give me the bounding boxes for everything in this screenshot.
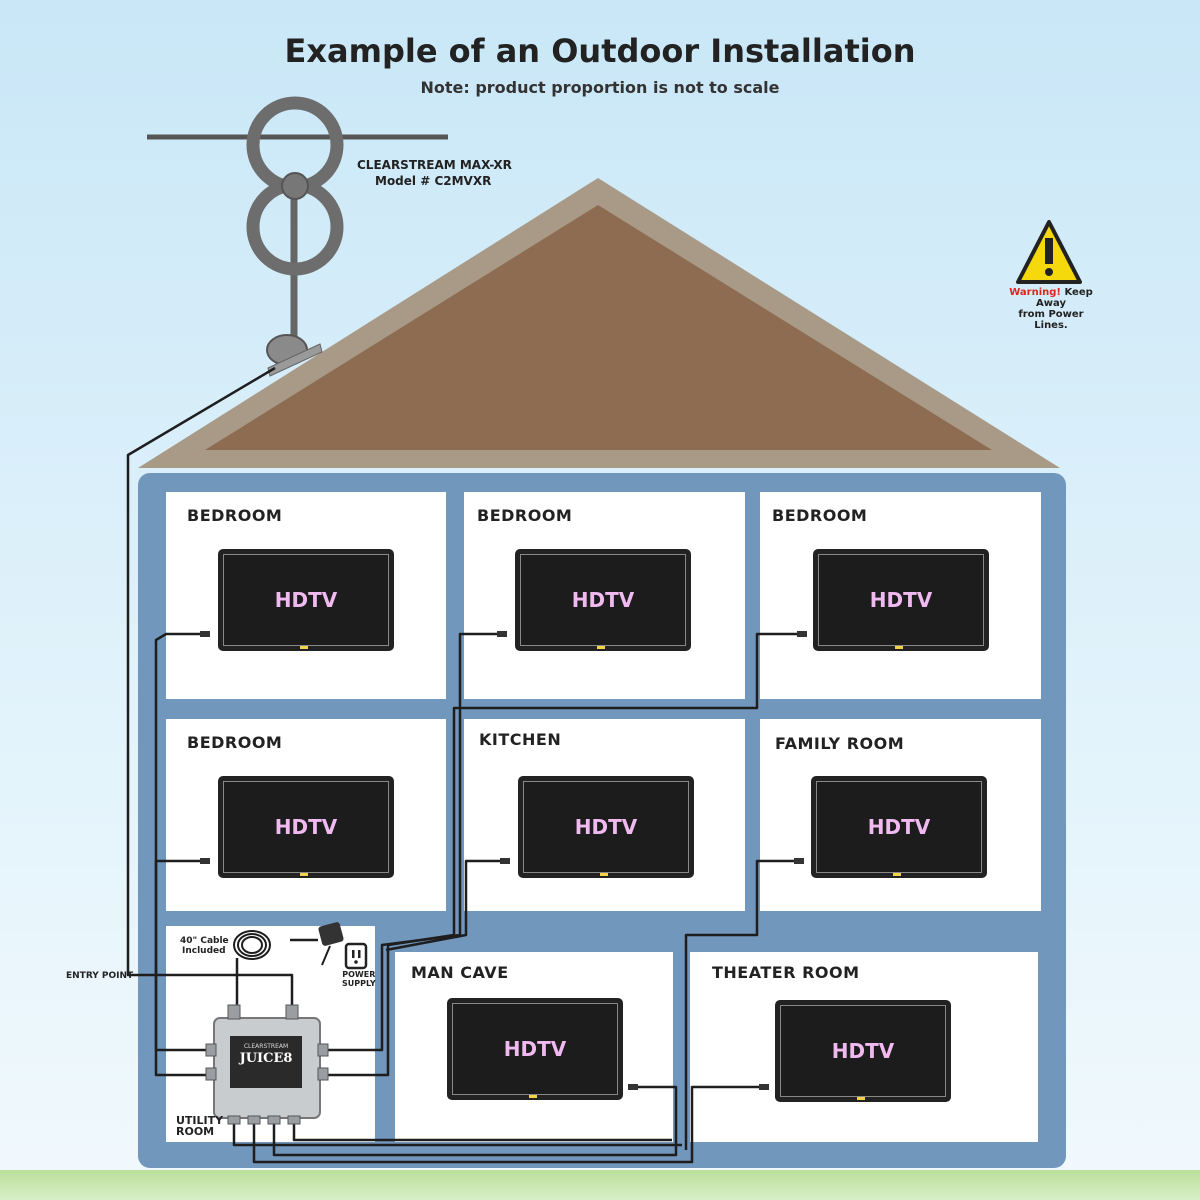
hdtv: HDTV — [218, 549, 394, 651]
hdtv: HDTV — [813, 549, 989, 651]
roof — [138, 178, 1060, 468]
room-label: THEATER ROOM — [712, 963, 860, 982]
hdtv: HDTV — [775, 1000, 951, 1102]
room-bedroom-1: BEDROOM HDTV — [166, 492, 446, 699]
room-family-room: FAMILY ROOM HDTV — [760, 719, 1041, 911]
utility-room-label: UTILITY ROOM — [176, 1115, 223, 1137]
hdtv: HDTV — [811, 776, 987, 878]
room-label: MAN CAVE — [411, 963, 509, 982]
warning-line1: Keep Away — [1036, 287, 1093, 309]
cable-label-line2: Included — [182, 946, 226, 956]
tv-power-led — [300, 646, 308, 649]
room-theater-room: THEATER ROOM HDTV — [690, 952, 1038, 1142]
tv-power-led — [895, 646, 903, 649]
room-bedroom-3: BEDROOM HDTV — [760, 492, 1041, 699]
hdtv: HDTV — [518, 776, 694, 878]
roof-fill — [205, 205, 992, 450]
tv-screen: HDTV — [223, 781, 389, 873]
tv-screen: HDTV — [452, 1003, 618, 1095]
warning-icon — [1016, 220, 1082, 284]
entry-point-label: ENTRY POINT — [66, 971, 134, 981]
power-label-line1: POWER — [342, 970, 376, 979]
page-title: Example of an Outdoor Installation — [284, 32, 916, 70]
tv-power-led — [600, 873, 608, 876]
utility-label-line1: UTILITY — [176, 1114, 224, 1127]
room-bedroom-4: BEDROOM HDTV — [166, 719, 446, 911]
warning-emphasis: Warning! — [1009, 287, 1061, 298]
tv-screen: HDTV — [818, 554, 984, 646]
power-label-line2: SUPPLY — [342, 979, 376, 988]
tv-screen: HDTV — [780, 1005, 946, 1097]
tv-power-led — [893, 873, 901, 876]
hdtv: HDTV — [447, 998, 623, 1100]
antenna — [147, 96, 448, 377]
room-label: FAMILY ROOM — [775, 734, 905, 753]
power-supply-label: POWER SUPPLY — [342, 970, 376, 988]
tv-screen: HDTV — [520, 554, 686, 646]
warning-exclamation-dot — [1045, 268, 1053, 276]
antenna-hub — [281, 172, 309, 200]
hdtv: HDTV — [218, 776, 394, 878]
room-label: KITCHEN — [479, 730, 562, 749]
room-label: BEDROOM — [477, 506, 573, 525]
room-label: BEDROOM — [187, 733, 283, 752]
amp-brand-text: CLEARSTREAM — [243, 1043, 289, 1050]
warning-text: Warning! Keep Away from Power Lines. — [1003, 287, 1099, 331]
cable-included-label: 40" Cable Included — [180, 936, 229, 956]
room-kitchen: KITCHEN HDTV — [464, 719, 745, 911]
tv-screen: HDTV — [816, 781, 982, 873]
tv-screen: HDTV — [223, 554, 389, 646]
tv-power-led — [597, 646, 605, 649]
ground-grass — [0, 1170, 1200, 1200]
antenna-brand-label: CLEARSTREAM MAX-XR — [357, 158, 512, 172]
room-man-cave: MAN CAVE HDTV — [395, 952, 673, 1142]
tv-power-led — [529, 1095, 537, 1098]
tv-screen: HDTV — [523, 781, 689, 873]
room-utility-room — [166, 926, 375, 1142]
tv-power-led — [857, 1097, 865, 1100]
utility-label-line2: ROOM — [176, 1125, 215, 1138]
hdtv: HDTV — [515, 549, 691, 651]
amp-name-text: JUICE8 — [239, 1051, 293, 1066]
page-subtitle: Note: product proportion is not to scale — [420, 78, 780, 97]
antenna-model-label: Model # C2MVXR — [375, 174, 492, 188]
room-bedroom-2: BEDROOM HDTV — [464, 492, 745, 699]
tv-power-led — [300, 873, 308, 876]
room-label: BEDROOM — [187, 506, 283, 525]
warning-line2: from Power Lines. — [1018, 309, 1084, 331]
cable-label-line1: 40" Cable — [180, 936, 229, 946]
warning-exclamation-bar — [1045, 238, 1053, 264]
room-label: BEDROOM — [772, 506, 868, 525]
